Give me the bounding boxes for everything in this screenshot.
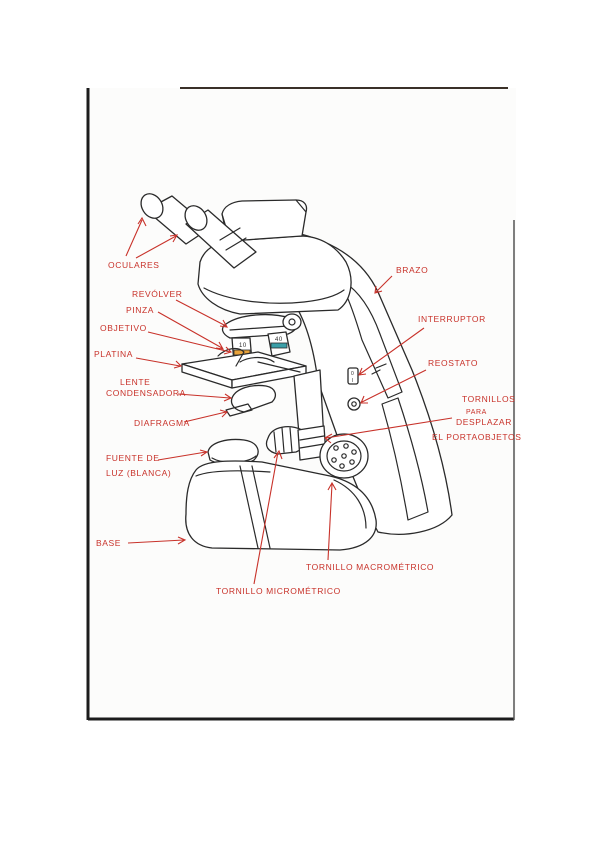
arrow-macrometrico bbox=[327, 481, 337, 561]
base bbox=[185, 460, 377, 551]
label-micrometrico: TORNILLO MICROMÉTRICO bbox=[216, 586, 341, 596]
arm-panel-strip bbox=[371, 363, 387, 375]
arrow-base bbox=[127, 536, 187, 545]
label-base: BASE bbox=[96, 538, 121, 548]
power-switch bbox=[347, 367, 359, 385]
label-tornillos-line2: PARA bbox=[466, 409, 487, 416]
coarse-focus-knob bbox=[319, 433, 369, 479]
label-revolver: REVÓLVER bbox=[132, 289, 182, 299]
label-tornillos-line1: TORNILLOS bbox=[462, 394, 515, 404]
label-fuente-line2: LUZ (BLANCA) bbox=[106, 468, 171, 478]
label-lente-line2: CONDENSADORA bbox=[106, 388, 186, 398]
diaphragm-lever bbox=[225, 403, 253, 417]
objective-mark-40: 40 bbox=[275, 337, 283, 343]
arrow-interruptor bbox=[358, 327, 425, 376]
arrow-fuente bbox=[157, 449, 209, 461]
arrow-micrometrico bbox=[253, 449, 283, 585]
arrow-oculares-1 bbox=[125, 216, 147, 257]
switch-mark-1: I bbox=[352, 378, 354, 384]
switch-mark-0: 0 bbox=[351, 371, 354, 377]
arrow-platina bbox=[135, 357, 183, 369]
label-lente-line1: LENTE bbox=[120, 377, 150, 387]
head-underside bbox=[203, 287, 345, 304]
eyepieces bbox=[140, 193, 257, 269]
label-macrometrico: TORNILLO MACROMÉTRICO bbox=[306, 562, 434, 572]
stage-clip bbox=[217, 347, 245, 367]
focus-knob-top bbox=[282, 313, 302, 331]
arrow-tornillos bbox=[324, 417, 453, 444]
label-platina: PLATINA bbox=[94, 349, 133, 359]
label-pinza: PINZA bbox=[126, 305, 154, 315]
label-interruptor: INTERRUPTOR bbox=[418, 314, 486, 324]
label-diafragma: DIAFRAGMA bbox=[134, 418, 190, 428]
label-objetivo: OBJETIVO bbox=[100, 323, 147, 333]
arrow-revolver bbox=[175, 299, 229, 328]
arm-inner-panel-bottom bbox=[381, 397, 429, 521]
rheostat-knob bbox=[347, 397, 361, 411]
arrow-diafragma bbox=[183, 409, 229, 423]
label-brazo: BRAZO bbox=[396, 265, 428, 275]
microscope-drawing: 10 40 bbox=[140, 193, 453, 551]
arrow-objetivo bbox=[147, 331, 233, 355]
label-tornillos-line3: DESPLAZAR bbox=[456, 417, 512, 427]
label-tornillos-line4: EL PORTAOBJETOS bbox=[432, 432, 521, 442]
arrow-oculares-2 bbox=[135, 234, 179, 259]
arm-inner-panel-top bbox=[343, 281, 403, 399]
labels: OCULARES REVÓLVER PINZA OBJETIVO PLATINA… bbox=[94, 216, 521, 596]
objective-mark-10: 10 bbox=[239, 343, 247, 349]
arrow-brazo bbox=[374, 275, 393, 294]
label-fuente-line1: FUENTE DE bbox=[106, 453, 160, 463]
label-oculares: OCULARES bbox=[108, 260, 160, 270]
label-reostato: REOSTATO bbox=[428, 358, 478, 368]
arrow-reostato bbox=[360, 369, 427, 404]
arrow-lente bbox=[177, 393, 233, 402]
arrow-pinza bbox=[157, 311, 225, 350]
